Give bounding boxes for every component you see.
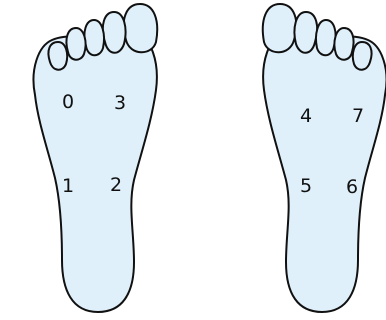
right-foot-label-7: 7 [352,105,364,127]
right-foot-sole [263,26,386,312]
left-big-toe [124,4,158,52]
right-toe-5 [353,42,372,70]
right-foot: 4 7 5 6 [263,4,386,312]
right-toe-3 [316,20,336,55]
left-foot-label-1: 1 [62,175,74,197]
right-toe-2 [294,12,317,53]
right-big-toe [263,4,297,52]
right-foot-label-6: 6 [346,176,358,198]
right-foot-label-5: 5 [300,175,312,197]
left-foot: 0 3 1 2 [34,4,158,312]
left-toe-4 [66,28,85,60]
left-foot-sole [34,26,157,312]
right-foot-label-4: 4 [300,105,312,127]
left-toe-3 [84,20,104,55]
left-toe-2 [103,12,126,53]
right-toe-4 [334,28,353,60]
left-toe-5 [48,42,67,70]
left-foot-label-0: 0 [62,91,74,113]
left-foot-label-3: 3 [114,92,126,114]
left-foot-label-2: 2 [110,174,122,196]
